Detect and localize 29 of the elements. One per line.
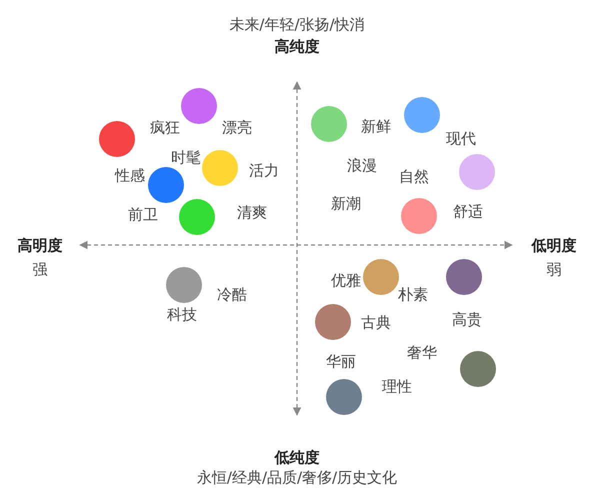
- style-word: 前卫: [128, 208, 158, 222]
- style-word: 优雅: [331, 274, 361, 288]
- axis-title: 高明度: [18, 238, 62, 254]
- style-word: 奢华: [407, 346, 437, 360]
- style-word: 高贵: [452, 312, 482, 328]
- style-word: 华丽: [326, 354, 356, 370]
- style-word: 舒适: [453, 204, 483, 220]
- style-word: 自然: [399, 170, 429, 184]
- style-word: 理性: [382, 380, 412, 394]
- axis-title: 高纯度: [274, 40, 320, 54]
- style-word: 清爽: [237, 206, 267, 220]
- style-word: 弱: [546, 262, 562, 278]
- style-word: 新潮: [331, 196, 361, 212]
- style-word: 性感: [115, 168, 145, 184]
- axis-title: 低纯度: [274, 450, 320, 466]
- style-word: 新鲜: [361, 120, 391, 134]
- style-word: 朴素: [398, 288, 428, 302]
- style-word: 时髦: [171, 150, 201, 166]
- style-word: 冷酷: [217, 288, 247, 302]
- style-word: 强: [32, 262, 48, 278]
- style-word: 浪漫: [347, 158, 377, 174]
- style-word: 永恒/经典/品质/奢侈/历史文化: [196, 470, 398, 486]
- style-word: 漂亮: [222, 120, 252, 136]
- style-word: 疯狂: [150, 120, 180, 136]
- style-word: 活力: [249, 164, 279, 178]
- style-word: 古典: [361, 316, 391, 330]
- style-word: 未来/年轻/张扬/快消: [229, 18, 365, 32]
- axis-title: 低明度: [532, 238, 576, 254]
- style-word: 现代: [446, 132, 476, 146]
